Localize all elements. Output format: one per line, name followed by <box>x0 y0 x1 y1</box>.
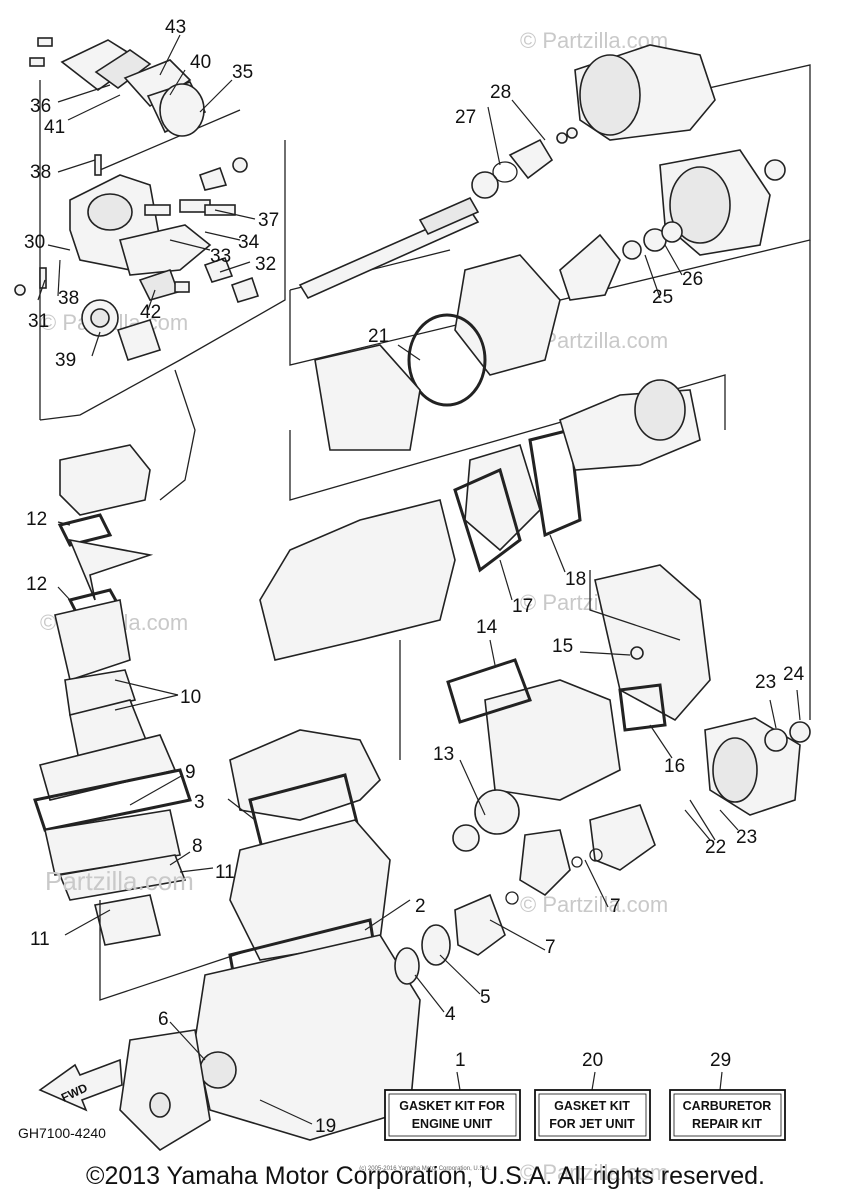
callout-1: 1 <box>455 1050 466 1071</box>
callouts: 43 40 35 36 41 38 37 34 33 32 30 38 31 4… <box>24 17 805 1137</box>
watermark: © Partzilla.com <box>520 892 668 917</box>
kit-engine-line1: GASKET KIT FOR <box>399 1099 505 1113</box>
kit-carb-line2: REPAIR KIT <box>692 1117 762 1131</box>
callout-14: 14 <box>476 617 498 638</box>
callout-38: 38 <box>58 288 79 309</box>
callout-30: 30 <box>24 232 45 253</box>
callout-20: 20 <box>582 1050 603 1071</box>
callout-18: 18 <box>565 569 586 590</box>
engine-group <box>33 369 656 1152</box>
kit-engine-line2: ENGINE UNIT <box>412 1117 493 1131</box>
callout-7: 7 <box>545 937 556 958</box>
callout-7: 7 <box>610 896 621 917</box>
callout-11: 11 <box>215 862 235 883</box>
callout-23: 23 <box>736 827 757 848</box>
callout-8: 8 <box>192 836 203 857</box>
callout-24: 24 <box>783 664 805 685</box>
callout-19: 19 <box>315 1116 336 1137</box>
callout-15: 15 <box>552 636 573 657</box>
drawing-code: GH7100-4240 <box>18 1125 106 1141</box>
main-watermark: Partzilla.com <box>45 866 194 896</box>
callout-4: 4 <box>445 1004 456 1025</box>
callout-38: 38 <box>30 162 51 183</box>
callout-43: 43 <box>165 17 186 38</box>
callout-11: 11 <box>30 929 50 950</box>
callout-23: 23 <box>755 672 776 693</box>
callout-5: 5 <box>480 987 491 1008</box>
callout-2: 2 <box>415 896 426 917</box>
callout-13: 13 <box>433 744 454 765</box>
callout-22: 22 <box>705 837 726 858</box>
callout-39: 39 <box>55 350 76 371</box>
callout-26: 26 <box>682 269 703 290</box>
carburetor-group <box>14 37 286 421</box>
callout-37: 37 <box>258 210 279 231</box>
kit-box-engine: GASKET KIT FOR ENGINE UNIT <box>384 1089 521 1141</box>
callout-6: 6 <box>158 1009 169 1030</box>
callout-35: 35 <box>232 62 253 83</box>
copyright-notice: ©2013 Yamaha Motor Corporation, U.S.A. A… <box>86 1162 765 1190</box>
callout-36: 36 <box>30 96 51 117</box>
kit-carb-line1: CARBURETOR <box>683 1099 772 1113</box>
kit-box-jet: GASKET KIT FOR JET UNIT <box>534 1089 651 1141</box>
kit-box-carburetor: CARBURETOR REPAIR KIT <box>669 1089 786 1141</box>
callout-28: 28 <box>490 82 511 103</box>
callout-3: 3 <box>194 792 205 813</box>
callout-31: 31 <box>28 311 49 332</box>
callout-17: 17 <box>512 596 533 617</box>
callout-29: 29 <box>710 1050 731 1071</box>
kit-jet-line2: FOR JET UNIT <box>549 1117 635 1131</box>
callout-25: 25 <box>652 287 673 308</box>
callout-41: 41 <box>44 117 65 138</box>
callout-33: 33 <box>210 246 231 267</box>
leader-lines <box>37 34 801 1125</box>
callout-34: 34 <box>238 232 260 253</box>
exhaust-group <box>259 240 811 852</box>
callout-27: 27 <box>455 107 476 128</box>
callout-12: 12 <box>26 509 47 530</box>
callout-32: 32 <box>255 254 276 275</box>
callout-9: 9 <box>185 762 196 783</box>
callout-12: 12 <box>26 574 47 595</box>
callout-21: 21 <box>368 326 389 347</box>
callout-40: 40 <box>190 52 211 73</box>
callout-42: 42 <box>140 302 161 323</box>
callout-16: 16 <box>664 756 685 777</box>
kit-jet-line1: GASKET KIT <box>554 1099 630 1113</box>
watermark: © Partzilla.com <box>520 1160 668 1185</box>
callout-10: 10 <box>180 687 201 708</box>
fine-print: (c) 2005-2016 Yamaha Motor Corporation, … <box>359 1166 491 1172</box>
